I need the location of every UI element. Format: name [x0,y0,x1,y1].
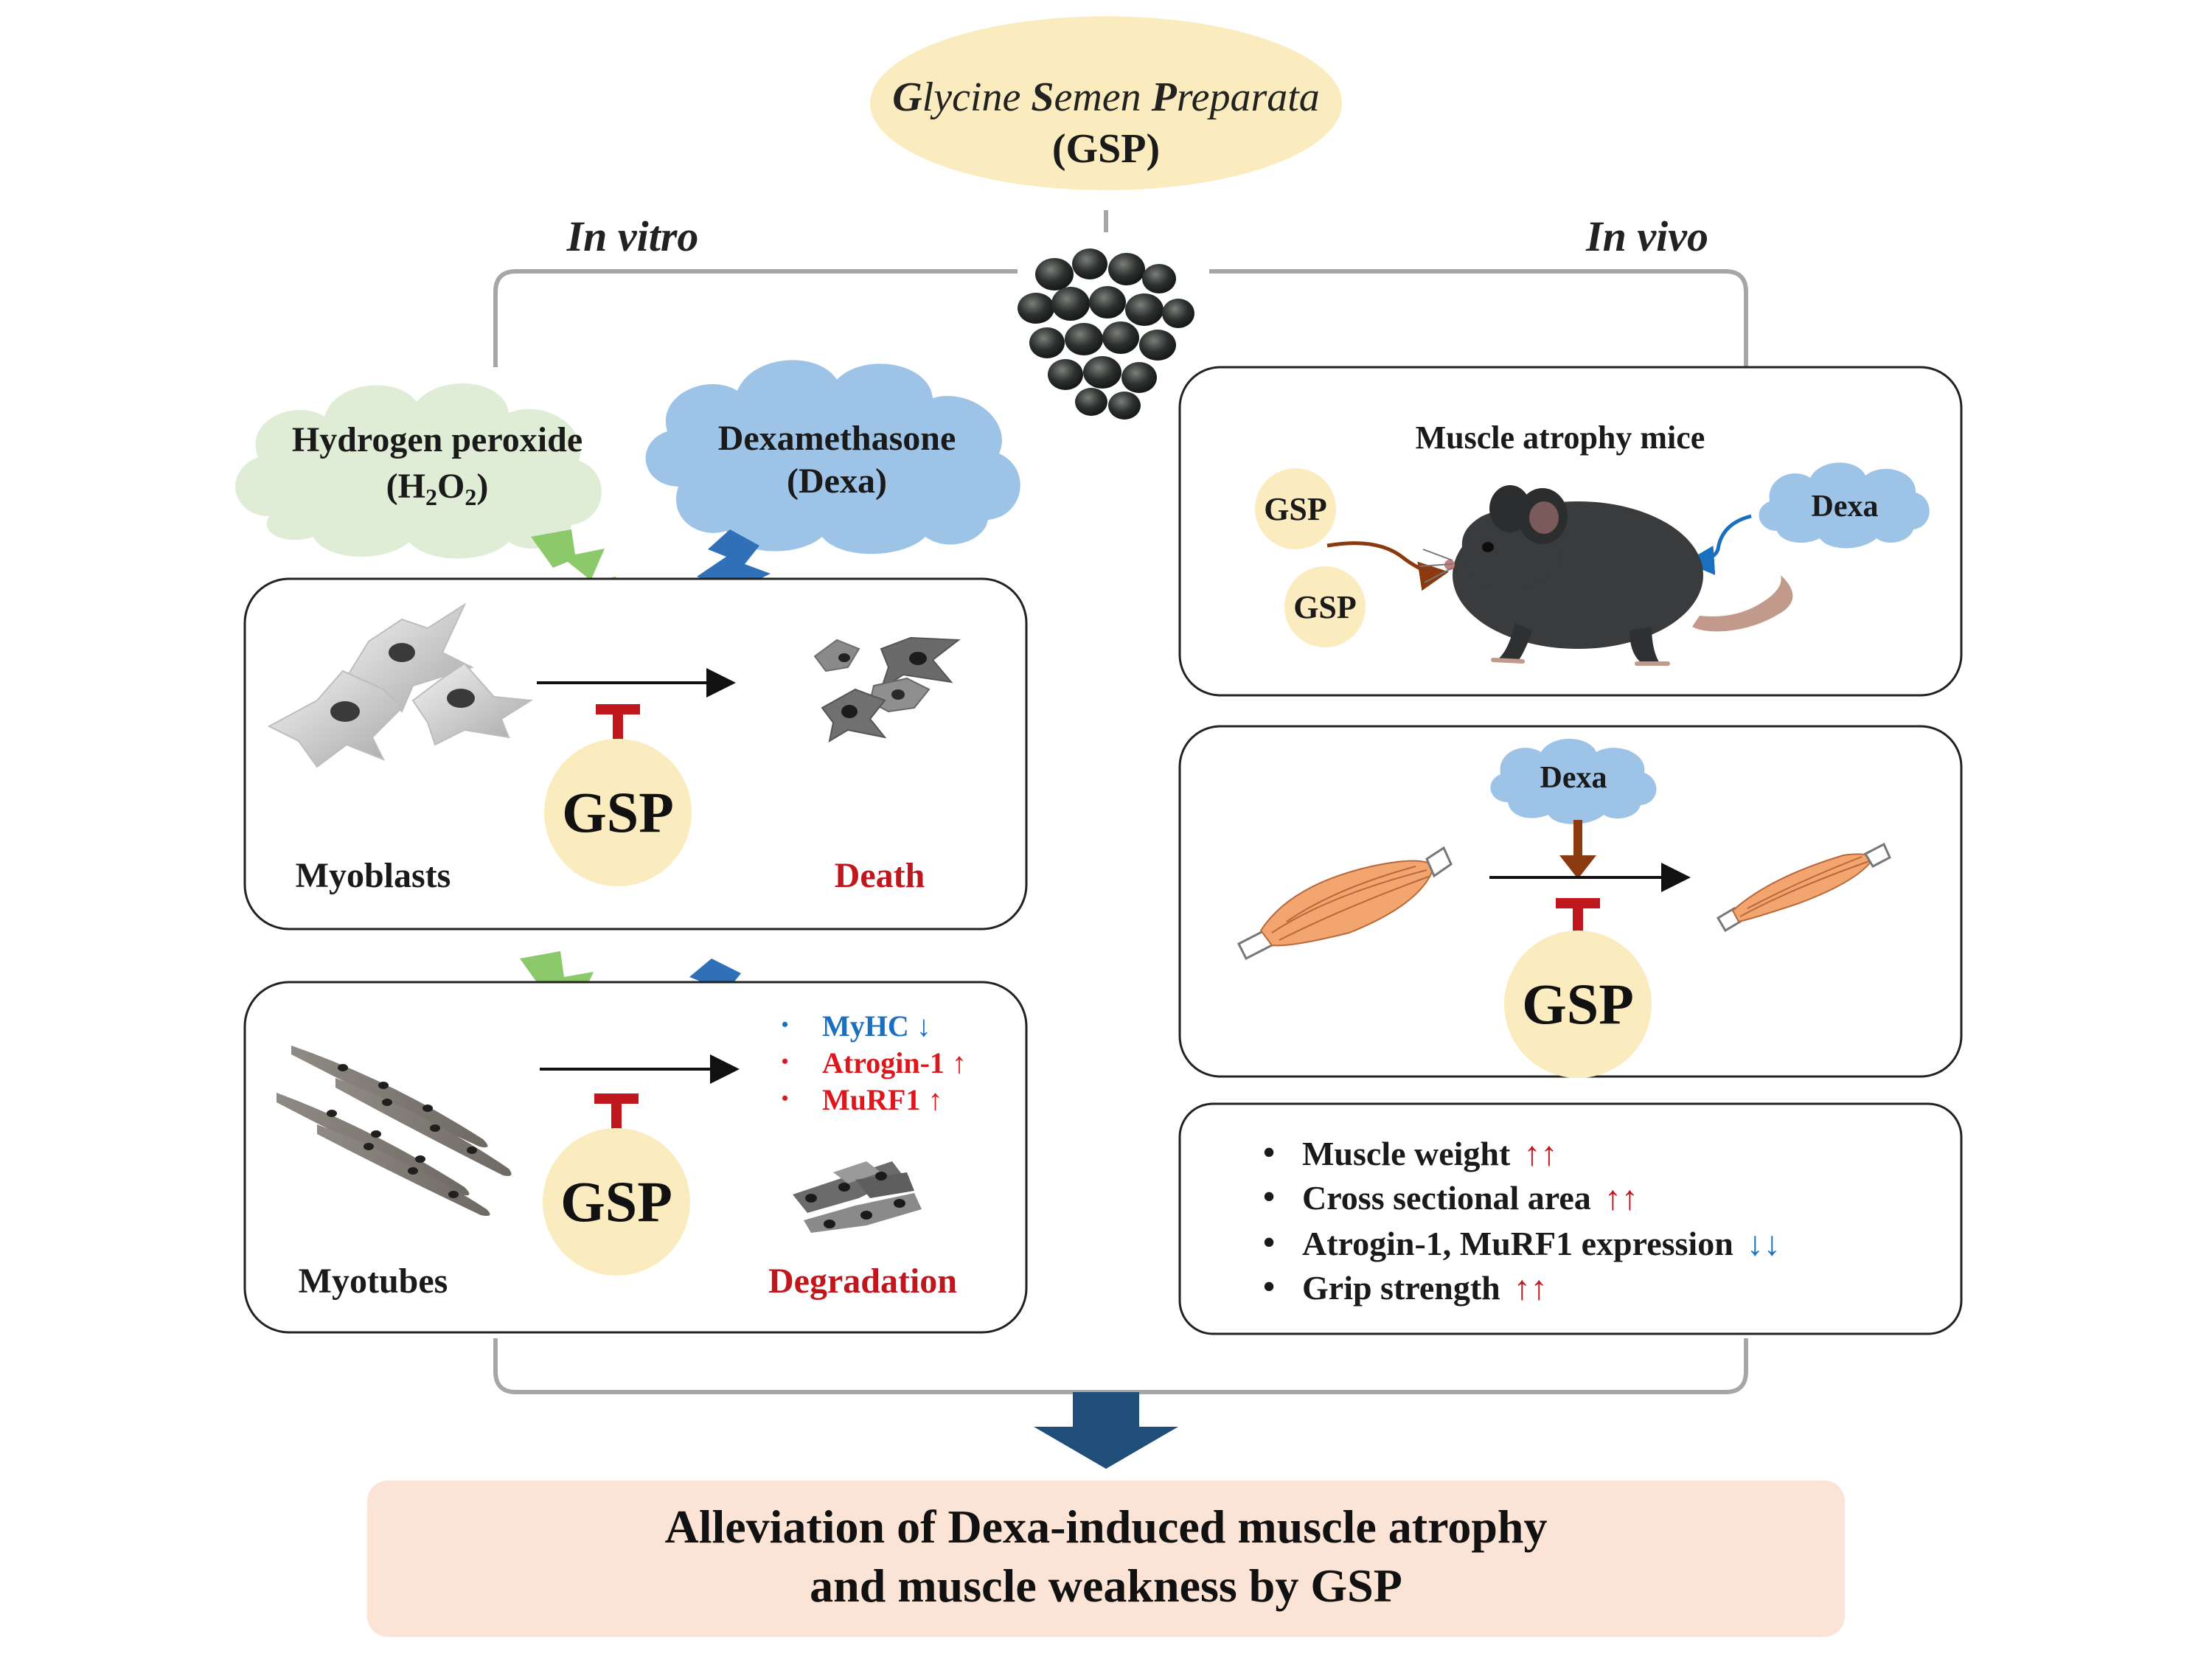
mice-panel: Muscle atrophy mice GSP GSP Dexa [1178,366,1963,697]
degradation-label: Degradation [768,1262,957,1301]
in-vitro-label: In vitro [566,212,699,260]
normal-muscle-image [1237,846,1453,961]
marker-murf1: MuRF1 ↑ [822,1083,942,1116]
healthy-myoblasts-image [267,602,534,768]
gsp-badge-muscle [1504,931,1652,1078]
myoblasts-panel: GSP Myoblasts Death [243,577,1028,931]
marker-bullet: • [782,1014,788,1035]
result-arrows: ↑↑ [1604,1179,1638,1217]
svg-text:Muscle weight↑↑: Muscle weight ↑↑ [1302,1135,1557,1172]
mouse-image [1419,485,1793,666]
myotubes-label: Myotubes [299,1262,448,1301]
dexa-admin-arrow [1685,514,1752,575]
dexa-abbrev: (Dexa) [787,462,887,501]
gsp-dose-1 [1255,468,1336,549]
marker-myhc: MyHC ↓ [822,1009,931,1043]
dexa-muscle-label: Dexa [1540,761,1607,795]
result-item: • Muscle weight ↑↑ [1263,1133,1557,1172]
result-text: Muscle weight [1302,1135,1511,1172]
svg-text:Grip strength↑↑: Grip strength ↑↑ [1302,1269,1548,1307]
dexa-cloud-small [1759,462,1930,549]
result-item: • Atrogin-1, MuRF1 expression ↓↓ [1263,1223,1781,1262]
result-text: Grip strength [1302,1269,1500,1307]
conclusion-line-1: Alleviation of Dexa-induced muscle atrop… [664,1500,1547,1553]
result-text: Cross sectional area [1302,1179,1591,1217]
gsp-badge-myotube [543,1128,690,1276]
gsp-title-ellipse [870,16,1342,190]
gsp-badge-myoblast [544,739,692,886]
h2o2-cloud: Hydrogen peroxide (H2O2) [235,383,602,559]
atrophied-muscle-image [1716,842,1891,933]
gsp-dose-2-label: GSP [1293,589,1357,625]
degraded-myotubes-image [793,1161,922,1233]
gsp-dose-2 [1284,566,1366,647]
results-panel: • Muscle weight ↑↑ • Cross sectional area… [1178,1102,1963,1335]
conclusion-line-2: and muscle weakness by GSP [810,1559,1402,1612]
death-label: Death [835,856,925,895]
healthy-myotubes-image [276,1046,512,1216]
myoblasts-label: Myoblasts [296,856,451,895]
dead-myoblasts-image [813,636,961,743]
result-arrows: ↓↓ [1747,1225,1781,1262]
svg-text:•: • [1263,1267,1275,1305]
marker-bullet: • [782,1088,788,1109]
result-item: • Cross sectional area ↑↑ [1263,1178,1638,1217]
result-text: Atrogin-1, MuRF1 expression [1302,1225,1733,1262]
gsp-dose-1-label: GSP [1264,491,1327,527]
gsp-myoblast-label: GSP [562,780,674,844]
gsp-myotube-label: GSP [560,1169,672,1234]
h2o2-name: Hydrogen peroxide [292,420,582,459]
seeds-image [1018,248,1194,420]
dexa-muscle-arrowhead [1559,855,1596,879]
marker-list: • MyHC ↓ • Atrogin-1 ↑ • MuRF1 ↑ [782,1009,967,1116]
result-item: • Grip strength ↑↑ [1263,1267,1548,1307]
h2o2-formula: (H2O2) [386,467,489,510]
svg-text:Atrogin-1, MuRF1 expression↓↓: Atrogin-1, MuRF1 expression ↓↓ [1302,1225,1781,1262]
svg-text:•: • [1263,1133,1275,1171]
svg-text:•: • [1263,1223,1275,1261]
dexa-cloud-muscle [1490,738,1657,824]
svg-text:Cross sectional area↑↑: Cross sectional area ↑↑ [1302,1179,1638,1217]
gsp-title-group: Glycine Semen Preparata (GSP) [870,16,1342,232]
gsp-muscle-label: GSP [1522,972,1634,1036]
dexa-cloud: Dexamethasone (Dexa) [645,360,1020,554]
down-arrow-icon [1034,1392,1178,1469]
muscle-panel: Dexa GSP [1178,725,1963,1078]
result-arrows: ↑↑ [1523,1135,1557,1172]
result-arrows: ↑↑ [1514,1269,1548,1307]
svg-text:•: • [1263,1178,1275,1215]
myotubes-panel: • MyHC ↓ • Atrogin-1 ↑ • MuRF1 ↑ GSP Myo… [243,981,1028,1334]
marker-bullet: • [782,1051,788,1072]
conclusion-box: Alleviation of Dexa-induced muscle atrop… [367,1481,1845,1637]
mice-title: Muscle atrophy mice [1416,420,1705,456]
latin-abbrev: (GSP) [1052,126,1160,172]
in-vivo-label: In vivo [1585,212,1708,260]
dexa-mice-label: Dexa [1812,490,1879,524]
latin-name: Glycine Semen Preparata [892,74,1320,120]
gsp-admin-arrow [1326,541,1449,591]
dexa-name: Dexamethasone [718,419,956,458]
marker-atrogin: Atrogin-1 ↑ [822,1046,967,1079]
